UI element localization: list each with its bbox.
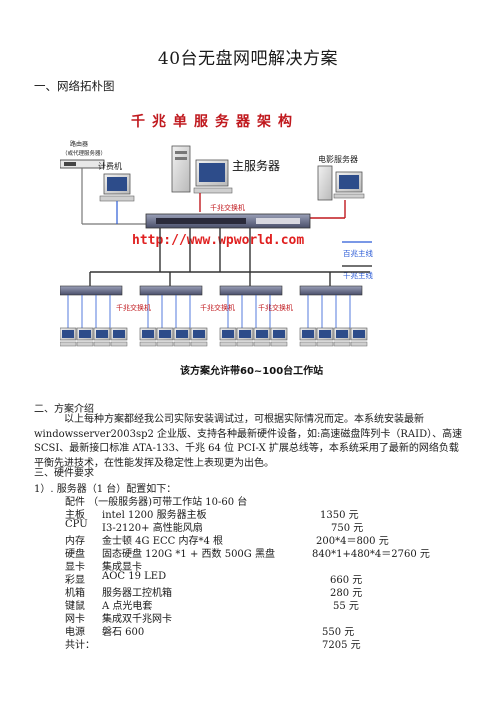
part-desc: 服务器工控机箱 [102,588,172,599]
svg-text:百兆主线: 百兆主线 [343,248,373,258]
part-name: 键鼠 [65,601,85,612]
switch-label-2: 千兆交换机 [200,303,235,312]
part-desc: intel 1200 服务器主板 [102,510,207,521]
page-title: 40台无盘网吧解决方案 [157,49,339,69]
section3-heading: 三、硬件要求 [34,468,94,479]
uplink-lines [89,228,370,286]
part-desc: 磐石 600 [102,627,145,638]
movie-server-icon: 电影服务器 [308,154,365,219]
part-desc: AOC 19 LED [102,571,167,582]
network-topology-diagram: 千兆单服务器架构 路由器 （或代理服务器） 计费机 主服务器 [59,106,430,388]
diagram-watermark: http://www.wpworld.com [132,233,304,248]
part-price: 200*4＝800 元 [316,536,389,547]
part-price: 280 元 [330,588,363,599]
part-name: 机箱 [65,588,85,599]
part-name: 主板 [65,510,85,521]
svg-text:电影服务器: 电影服务器 [318,154,358,164]
part-desc: 金士顿 4G ECC 内存*4 根 [102,536,224,547]
part-name: 内存 [65,536,85,547]
part-price: 660 元 [330,575,363,586]
workstation-icons [59,327,368,347]
part-name: CPU [65,519,88,530]
diagram-caption: 该方案允许带60~100台工作站 [180,364,323,377]
billing-pc-icon: 计费机 [98,161,135,224]
part-price: 55 元 [333,601,359,612]
config-line: 配件 （一般服务器)可带工作站 10-60 台 [65,497,248,508]
switch-label-1: 千兆交换机 [116,303,151,312]
part-desc: A 点光电套 [102,601,153,612]
part-name: 网卡 [65,614,85,625]
section1-heading: 一、网络拓朴图 [34,79,115,93]
part-price: 840*1+480*4＝2760 元 [312,549,430,560]
core-switch-label: 千兆交换机 [210,203,245,212]
line-legend: 百兆主线 千兆主线 [342,241,373,280]
part-price: 750 元 [331,523,364,534]
section2-paragraph: 以上每种方案都经我公司实际安装调试过，可根据实际情况而定。本系统安装最新wind… [34,414,463,469]
section2-heading: 二、方案介绍 [34,404,94,415]
part-price: 550 元 [322,627,355,638]
workstation-links [67,295,351,328]
part-desc: 集成双千兆网卡 [102,614,172,625]
part-name: 硬盘 [65,549,85,560]
part-price: 1350 元 [320,510,359,521]
main-server-icon: 主服务器 [171,145,280,212]
server-config-heading: 1）. 服务器（1 台）配置如下： [34,484,177,495]
part-desc: 固态硬盘 120G *1 + 西数 500G 黑盘 [102,549,275,560]
part-desc: 集成显卡 [102,562,142,573]
part-name: 显卡 [65,562,85,573]
access-switches [59,285,363,296]
part-name: 彩显 [65,575,85,586]
core-switch-icon: 千兆交换机 [145,203,311,229]
diagram-banner: 千兆单服务器架构 [131,113,299,130]
svg-text:千兆主线: 千兆主线 [343,270,373,280]
svg-text:（或代理服务器）: （或代理服务器） [62,149,106,157]
svg-text:计费机: 计费机 [98,161,122,171]
switch-label-3: 千兆交换机 [258,303,293,312]
part-desc: I3-2120+ 高性能风扇 [102,523,203,534]
part-name: 电源 [65,627,85,638]
total-label: 共计： [65,640,95,651]
main-server-label: 主服务器 [232,158,280,173]
svg-text:路由器: 路由器 [70,140,88,148]
total-price: 7205 元 [322,640,361,651]
